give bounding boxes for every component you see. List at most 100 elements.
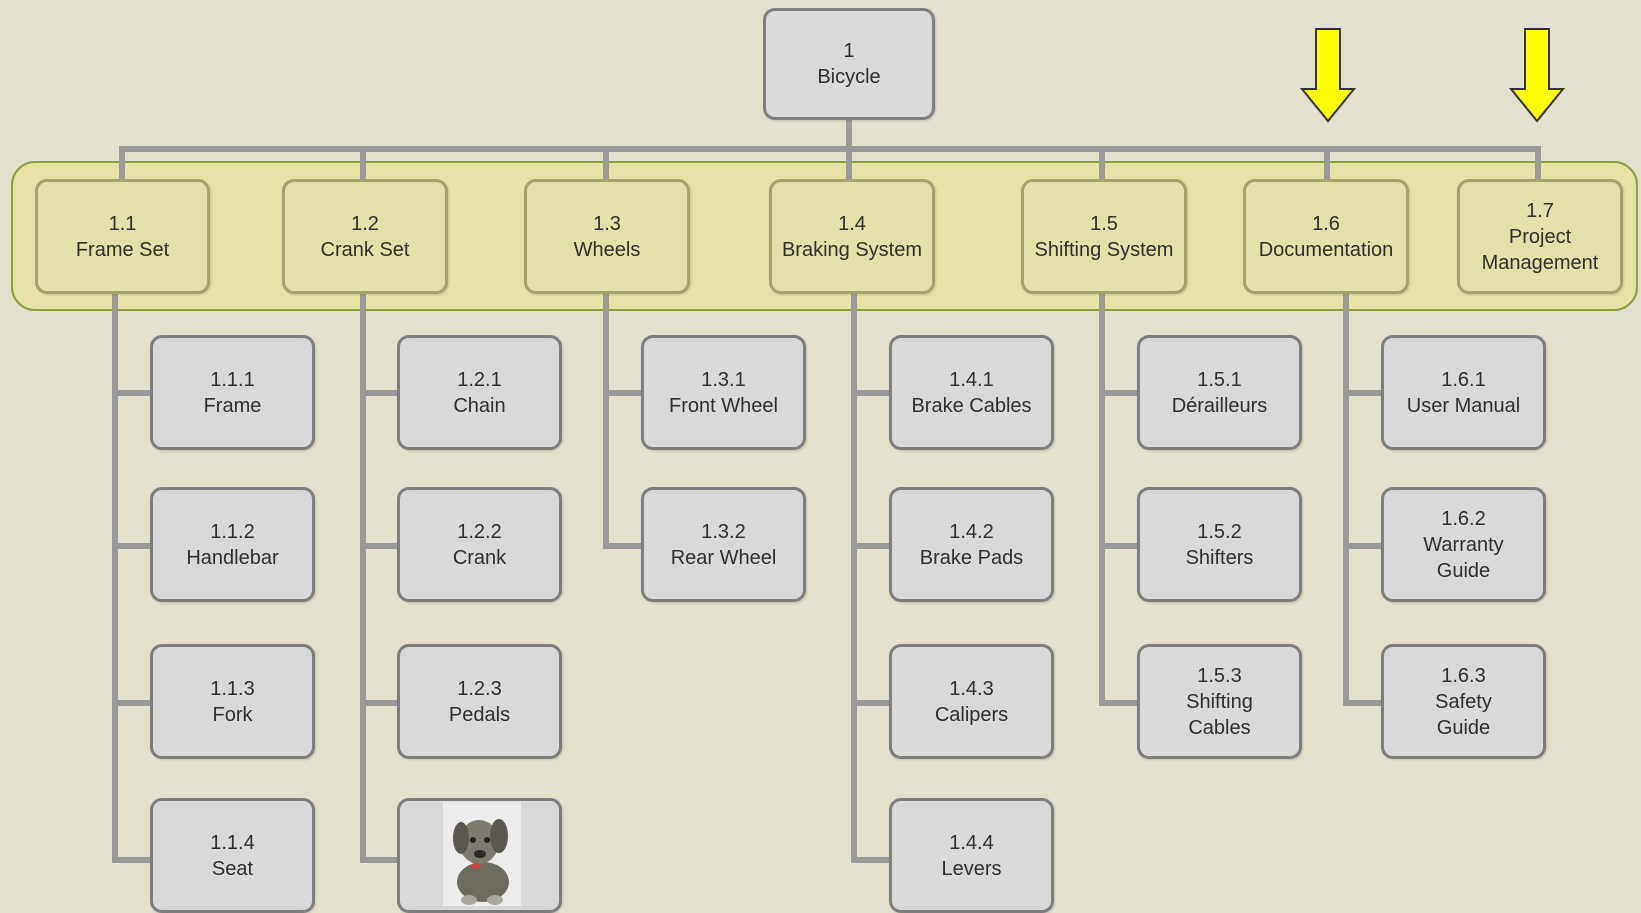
connector	[1343, 700, 1383, 706]
connector	[360, 700, 398, 706]
connector	[1099, 390, 1139, 396]
node-label: Front Wheel	[669, 394, 778, 417]
connector	[119, 146, 125, 180]
node-id: 1.5.2	[1197, 520, 1242, 543]
node-id: 1.6.1	[1441, 368, 1486, 391]
connector	[851, 857, 891, 863]
node-label: Safety Guide	[1435, 690, 1492, 739]
connector	[603, 292, 609, 549]
node-id: 1.2	[351, 212, 379, 235]
connector	[851, 700, 891, 706]
connector	[360, 390, 398, 396]
connector	[360, 857, 398, 863]
node-1-2-2: 1.2.2 Crank	[397, 487, 562, 602]
node-1-1-4: 1.1.4 Seat	[150, 798, 315, 913]
connector	[1099, 700, 1139, 706]
connector	[846, 118, 852, 151]
node-label: Crank	[452, 546, 507, 569]
node-id: 1.1.3	[210, 677, 255, 700]
node-1-2: 1.2 Crank Set	[282, 179, 448, 294]
node-id: 1.4.1	[949, 368, 994, 391]
node-label: Braking System	[781, 238, 923, 261]
connector	[1099, 292, 1105, 706]
node-1-6: 1.6 Documentation	[1243, 179, 1409, 294]
node-1-6-2: 1.6.2 Warranty Guide	[1381, 487, 1546, 602]
node-label: Frame	[203, 394, 262, 417]
node-id: 1.5.3	[1197, 664, 1242, 687]
node-id: 1.1.1	[210, 368, 255, 391]
node-label: Wheels	[573, 238, 641, 261]
node-1-4-4: 1.4.4 Levers	[889, 798, 1054, 913]
down-arrow-icon	[1509, 28, 1565, 123]
connector	[603, 543, 643, 549]
node-1-5-2: 1.5.2 Shifters	[1137, 487, 1302, 602]
node-1-3-1: 1.3.1 Front Wheel	[641, 335, 806, 450]
node-id: 1.6.2	[1441, 507, 1486, 530]
connector	[112, 292, 118, 863]
node-id: 1.7	[1526, 199, 1554, 222]
node-label: Seat	[211, 857, 254, 880]
node-label: Rear Wheel	[670, 546, 777, 569]
connector	[1535, 146, 1541, 180]
connector	[851, 292, 857, 863]
node-1-5-1: 1.5.1 Dérailleurs	[1137, 335, 1302, 450]
connector	[851, 543, 891, 549]
node-id: 1.6.3	[1441, 664, 1486, 687]
connector	[1324, 146, 1330, 180]
node-1-2-1: 1.2.1 Chain	[397, 335, 562, 450]
connector	[603, 390, 643, 396]
node-id: 1.4.2	[949, 520, 994, 543]
node-label: Levers	[941, 857, 1002, 880]
node-id: 1.1.4	[210, 831, 255, 854]
node-id: 1.4.3	[949, 677, 994, 700]
connector	[360, 146, 366, 180]
node-label: Chain	[453, 394, 506, 417]
node-1-1-3: 1.1.3 Fork	[150, 644, 315, 759]
node-1-4: 1.4 Braking System	[769, 179, 935, 294]
node-label: Frame Set	[75, 238, 170, 261]
node-label: Brake Pads	[919, 546, 1024, 569]
node-1-1: 1.1 Frame Set	[35, 179, 210, 294]
down-arrow-icon	[1300, 28, 1356, 123]
node-id: 1.4	[838, 212, 866, 235]
node-id: 1.6	[1312, 212, 1340, 235]
connector	[1343, 292, 1349, 706]
node-1-1-2: 1.1.2 Handlebar	[150, 487, 315, 602]
connector	[603, 146, 609, 180]
node-label: User Manual	[1406, 394, 1521, 417]
node-id: 1.2.3	[457, 677, 502, 700]
node-1-1-1: 1.1.1 Frame	[150, 335, 315, 450]
node-label: Dérailleurs	[1171, 394, 1268, 417]
node-label: Bicycle	[817, 66, 881, 88]
node-1-5-3: 1.5.3 Shifting Cables	[1137, 644, 1302, 759]
node-1-7: 1.7 Project Management	[1457, 179, 1623, 294]
connector	[1099, 543, 1139, 549]
node-1-4-3: 1.4.3 Calipers	[889, 644, 1054, 759]
node-root: 1 Bicycle	[763, 8, 935, 120]
connector	[1343, 543, 1383, 549]
connector	[112, 543, 152, 549]
node-id: 1.1.2	[210, 520, 255, 543]
node-label: Shifters	[1185, 546, 1254, 569]
connector	[119, 146, 1541, 152]
node-id: 1.2.1	[457, 368, 502, 391]
node-label: Project Management	[1481, 225, 1599, 274]
dog-photo	[443, 802, 521, 906]
node-id: 1.2.2	[457, 520, 502, 543]
node-label: Crank Set	[320, 238, 410, 261]
node-1-3: 1.3 Wheels	[524, 179, 690, 294]
node-1-6-3: 1.6.3 Safety Guide	[1381, 644, 1546, 759]
node-id: 1.5.1	[1197, 368, 1242, 391]
connector	[846, 146, 852, 180]
node-label: Shifting System	[1034, 238, 1174, 261]
node-1-3-2: 1.3.2 Rear Wheel	[641, 487, 806, 602]
node-1-4-1: 1.4.1 Brake Cables	[889, 335, 1054, 450]
node-label: Pedals	[448, 703, 511, 726]
node-id: 1.4.4	[949, 831, 994, 854]
node-label: Handlebar	[186, 546, 279, 569]
node-label: Brake Cables	[911, 394, 1032, 417]
node-label: Fork	[212, 703, 253, 726]
node-1-2-3: 1.2.3 Pedals	[397, 644, 562, 759]
node-label: Calipers	[934, 703, 1009, 726]
